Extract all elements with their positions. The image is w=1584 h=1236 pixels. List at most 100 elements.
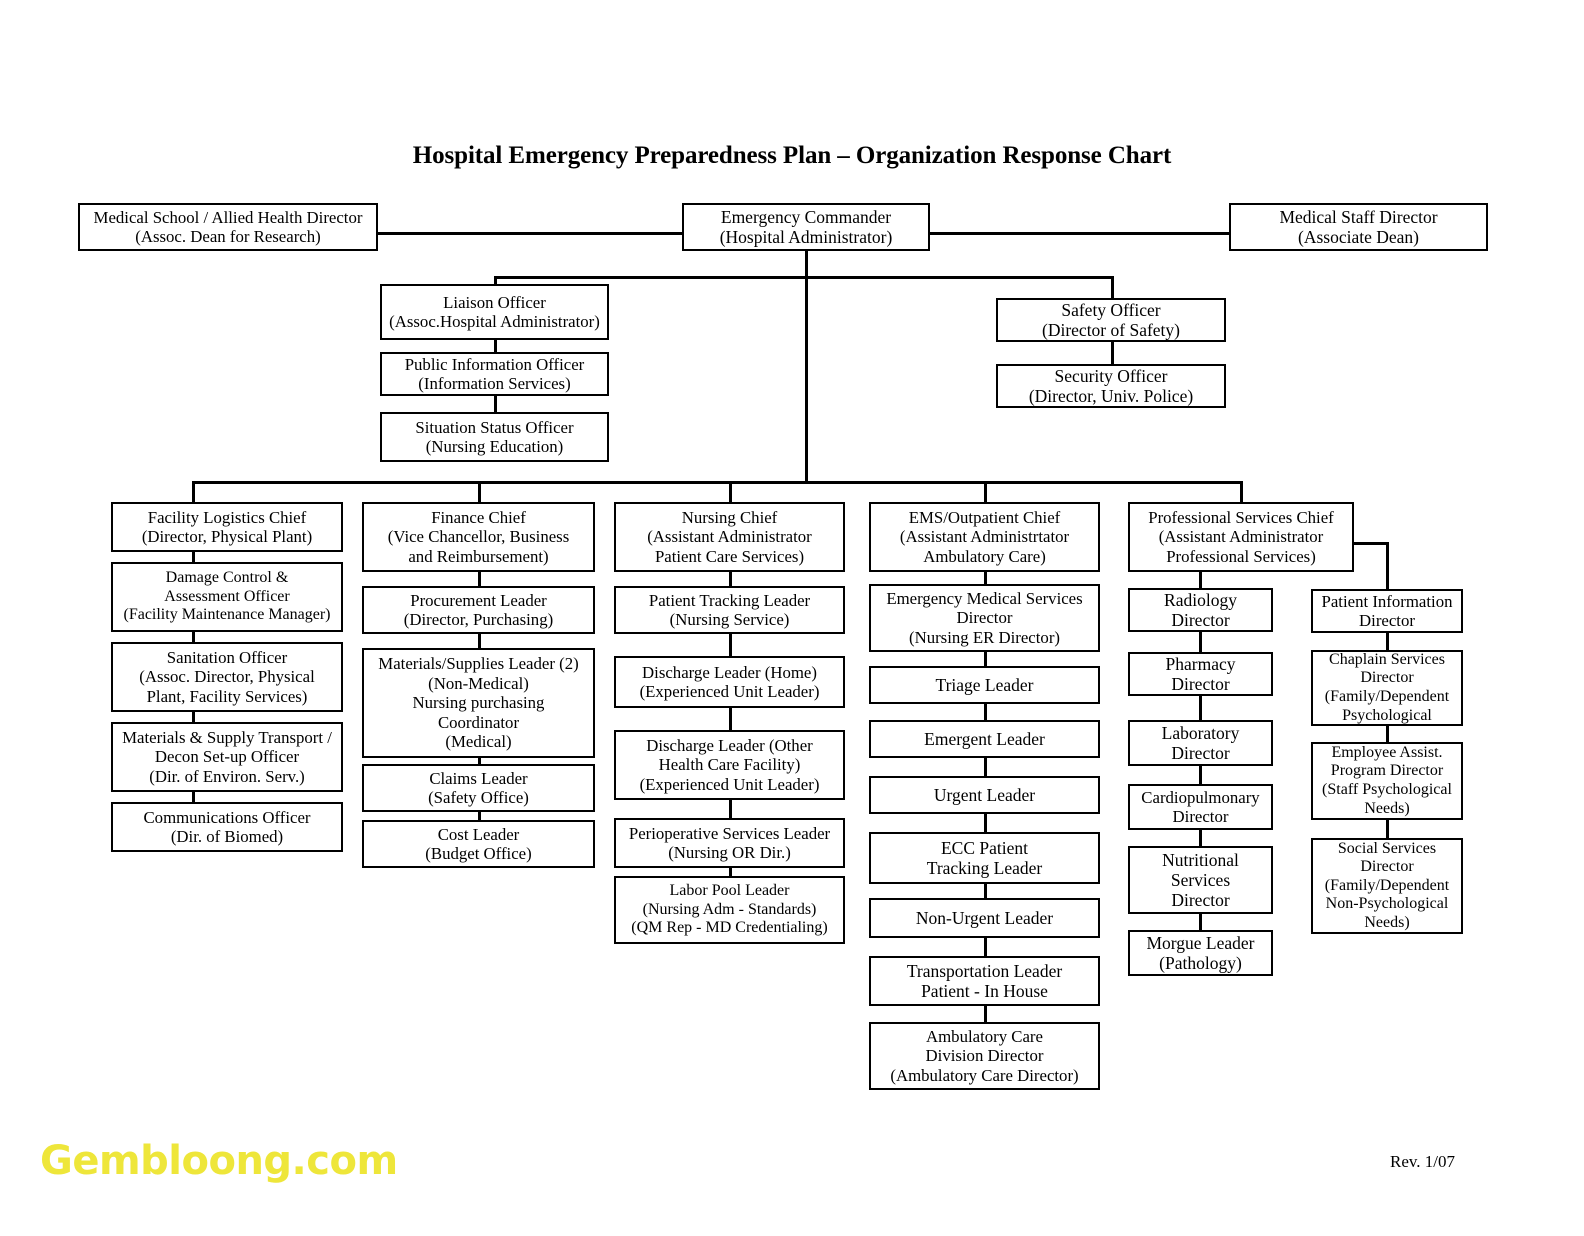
- node-line: (Director of Safety): [1042, 320, 1180, 340]
- node-line: (Dir. of Biomed): [170, 827, 284, 846]
- node-patient-information-director[interactable]: Patient Information Director: [1311, 589, 1463, 633]
- node-situation-status-officer[interactable]: Situation Status Officer (Nursing Educat…: [380, 412, 609, 462]
- node-damage-control-officer[interactable]: Damage Control & Assessment Officer (Fac…: [111, 562, 343, 632]
- node-cost-leader[interactable]: Cost Leader (Budget Office): [362, 820, 595, 868]
- node-line: Non-Urgent Leader: [915, 907, 1054, 928]
- node-line: (Assoc.Hospital Administrator): [389, 312, 600, 331]
- node-employee-assist-program-director[interactable]: Employee Assist. Program Director (Staff…: [1311, 742, 1463, 820]
- connector-patinfo-2: [1386, 726, 1389, 742]
- connector-nursing-2: [729, 634, 732, 656]
- node-radiology-director[interactable]: Radiology Director: [1128, 588, 1273, 632]
- node-morgue-leader[interactable]: Morgue Leader (Pathology): [1128, 930, 1273, 976]
- node-line: Cost Leader: [437, 824, 520, 844]
- node-cardiopulmonary-director[interactable]: Cardiopulmonary Director: [1128, 784, 1273, 830]
- node-line: Director: [1172, 807, 1229, 826]
- node-communications-officer[interactable]: Communications Officer (Dir. of Biomed): [111, 802, 343, 852]
- node-liaison-officer[interactable]: Liaison Officer (Assoc.Hospital Administ…: [380, 284, 609, 340]
- node-non-urgent-leader[interactable]: Non-Urgent Leader: [869, 898, 1100, 938]
- node-line: Employee Assist.: [1331, 743, 1443, 761]
- node-line: Director: [1360, 669, 1414, 687]
- connector-finance-3: [478, 758, 481, 764]
- node-emergency-commander[interactable]: Emergency Commander (Hospital Administra…: [682, 203, 930, 251]
- node-line: Transportation Leader: [906, 960, 1063, 981]
- node-line: Needs): [1364, 913, 1410, 931]
- node-laboratory-director[interactable]: Laboratory Director: [1128, 720, 1273, 766]
- node-security-officer[interactable]: Security Officer (Director, Univ. Police…: [996, 364, 1226, 408]
- node-procurement-leader[interactable]: Procurement Leader (Director, Purchasing…: [362, 586, 595, 634]
- connector-chief-bus: [192, 481, 1242, 484]
- node-line: Medical School / Allied Health Director: [93, 207, 363, 227]
- node-line: Ambulatory Care): [923, 546, 1046, 566]
- node-transportation-leader[interactable]: Transportation Leader Patient - In House: [869, 956, 1100, 1006]
- node-line: Tracking Leader: [926, 858, 1043, 878]
- node-materials-supply-transport[interactable]: Materials & Supply Transport / Decon Set…: [111, 722, 343, 792]
- node-public-information-officer[interactable]: Public Information Officer (Information …: [380, 352, 609, 396]
- node-line: Nursing purchasing: [412, 693, 545, 713]
- node-professional-services-chief[interactable]: Professional Services Chief (Assistant A…: [1128, 502, 1354, 572]
- node-line: Needs): [1364, 799, 1410, 817]
- node-ecc-patient-tracking-leader[interactable]: ECC Patient Tracking Leader: [869, 832, 1100, 884]
- node-line: Director: [956, 608, 1013, 628]
- node-line: Director: [1359, 611, 1415, 630]
- node-line: (Nursing Adm - Standards): [642, 900, 817, 918]
- node-line: Director: [1171, 890, 1230, 911]
- node-materials-supplies-leader[interactable]: Materials/Supplies Leader (2) (Non-Medic…: [362, 648, 595, 758]
- node-line: Decon Set-up Officer: [154, 747, 300, 767]
- node-line: (Assoc. Director, Physical: [139, 667, 315, 687]
- node-discharge-leader-home[interactable]: Discharge Leader (Home) (Experienced Uni…: [614, 656, 845, 708]
- node-line: Professional Services): [1166, 546, 1316, 566]
- connector-bus-drop-ems: [984, 481, 987, 502]
- node-line: (Budget Office): [425, 844, 532, 863]
- node-urgent-leader[interactable]: Urgent Leader: [869, 776, 1100, 814]
- node-perioperative-services-leader[interactable]: Perioperative Services Leader (Nursing O…: [614, 818, 845, 868]
- node-medical-school-director[interactable]: Medical School / Allied Health Director …: [78, 203, 378, 251]
- node-ems-outpatient-chief[interactable]: EMS/Outpatient Chief (Assistant Administ…: [869, 502, 1100, 572]
- connector-ems-4: [984, 758, 987, 776]
- node-labor-pool-leader[interactable]: Labor Pool Leader (Nursing Adm - Standar…: [614, 876, 845, 944]
- connector-ems-1: [984, 572, 987, 584]
- connector-bus-drop-professional: [1240, 481, 1243, 502]
- node-emergent-leader[interactable]: Emergent Leader: [869, 720, 1100, 758]
- node-line: Claims Leader: [429, 768, 528, 788]
- node-nursing-chief[interactable]: Nursing Chief (Assistant Administrator P…: [614, 502, 845, 572]
- connector-liaison-to-pio: [494, 340, 497, 352]
- node-line: Program Director: [1330, 762, 1444, 780]
- connector-patinfo-1: [1386, 633, 1389, 650]
- node-discharge-leader-other[interactable]: Discharge Leader (Other Health Care Faci…: [614, 730, 845, 800]
- node-line: Safety Officer: [1061, 299, 1161, 320]
- node-facility-logistics-chief[interactable]: Facility Logistics Chief (Director, Phys…: [111, 502, 343, 552]
- node-line: Finance Chief: [431, 507, 526, 527]
- node-line: Medical Staff Director: [1279, 206, 1438, 227]
- connector-ems-7: [984, 938, 987, 956]
- node-line: Director: [1360, 858, 1414, 876]
- node-pharmacy-director[interactable]: Pharmacy Director: [1128, 652, 1273, 696]
- node-line: Radiology: [1164, 589, 1237, 610]
- node-nutritional-services-director[interactable]: Nutritional Services Director: [1128, 846, 1273, 914]
- node-claims-leader[interactable]: Claims Leader (Safety Office): [362, 764, 595, 812]
- node-ems-director[interactable]: Emergency Medical Services Director (Nur…: [869, 584, 1100, 652]
- node-line: Perioperative Services Leader: [628, 823, 831, 843]
- node-line: Patient Information: [1321, 591, 1453, 611]
- node-patient-tracking-leader[interactable]: Patient Tracking Leader (Nursing Service…: [614, 586, 845, 634]
- node-line: (Experienced Unit Leader): [639, 774, 820, 794]
- node-medical-staff-director[interactable]: Medical Staff Director (Associate Dean): [1229, 203, 1488, 251]
- node-line: Director: [1171, 610, 1230, 630]
- page-title: Hospital Emergency Preparedness Plan – O…: [412, 142, 1172, 169]
- node-social-services-director[interactable]: Social Services Director (Family/Depende…: [1311, 838, 1463, 934]
- node-line: Security Officer: [1054, 365, 1168, 386]
- node-triage-leader[interactable]: Triage Leader: [869, 666, 1100, 704]
- node-line: Laboratory: [1161, 722, 1240, 743]
- node-line: Health Care Facility): [658, 755, 801, 775]
- node-ambulatory-care-division-director[interactable]: Ambulatory Care Division Director (Ambul…: [869, 1022, 1100, 1090]
- node-finance-chief[interactable]: Finance Chief (Vice Chancellor, Business…: [362, 502, 595, 572]
- connector-bus-drop-finance: [478, 481, 481, 502]
- node-line: (Safety Office): [428, 788, 529, 807]
- node-line: Procurement Leader: [410, 590, 547, 610]
- node-safety-officer[interactable]: Safety Officer (Director of Safety): [996, 298, 1226, 342]
- node-line: Urgent Leader: [933, 784, 1036, 805]
- node-chaplain-services-director[interactable]: Chaplain Services Director (Family/Depen…: [1311, 650, 1463, 726]
- node-line: Discharge Leader (Home): [642, 662, 817, 682]
- node-line: Materials/Supplies Leader (2): [378, 654, 579, 674]
- node-line: Communications Officer: [143, 807, 311, 827]
- node-sanitation-officer[interactable]: Sanitation Officer (Assoc. Director, Phy…: [111, 642, 343, 712]
